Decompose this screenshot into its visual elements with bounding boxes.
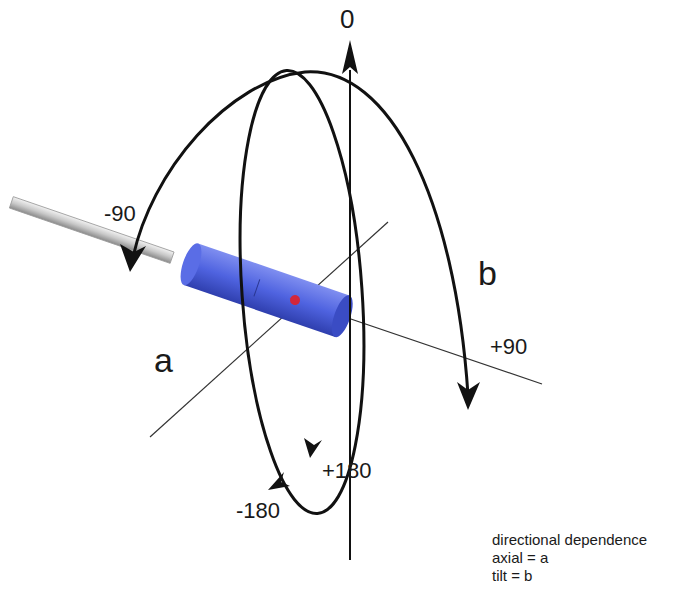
- angle-label: +180: [322, 460, 372, 482]
- axis-name: b: [478, 256, 497, 290]
- arrowhead: [120, 244, 146, 272]
- rotation-loop: [227, 66, 378, 517]
- axis-a-line: [150, 222, 388, 437]
- arrowhead: [304, 438, 322, 458]
- sensor-cylinder: [176, 241, 357, 340]
- note-text: directional dependence: [492, 532, 647, 547]
- angle-label: -90: [104, 203, 136, 225]
- rotation-arc: [132, 72, 468, 395]
- axis-name: a: [154, 343, 173, 377]
- arrowhead: [268, 472, 290, 490]
- axis-label: 0: [340, 6, 354, 32]
- note-text: tilt = b: [492, 568, 532, 583]
- angle-label: +90: [490, 336, 527, 358]
- arrowhead: [342, 40, 358, 74]
- arrowhead: [457, 382, 480, 410]
- vertical-axis: [349, 70, 351, 560]
- angle-label: -180: [236, 500, 280, 522]
- note-text: axial = a: [492, 550, 548, 565]
